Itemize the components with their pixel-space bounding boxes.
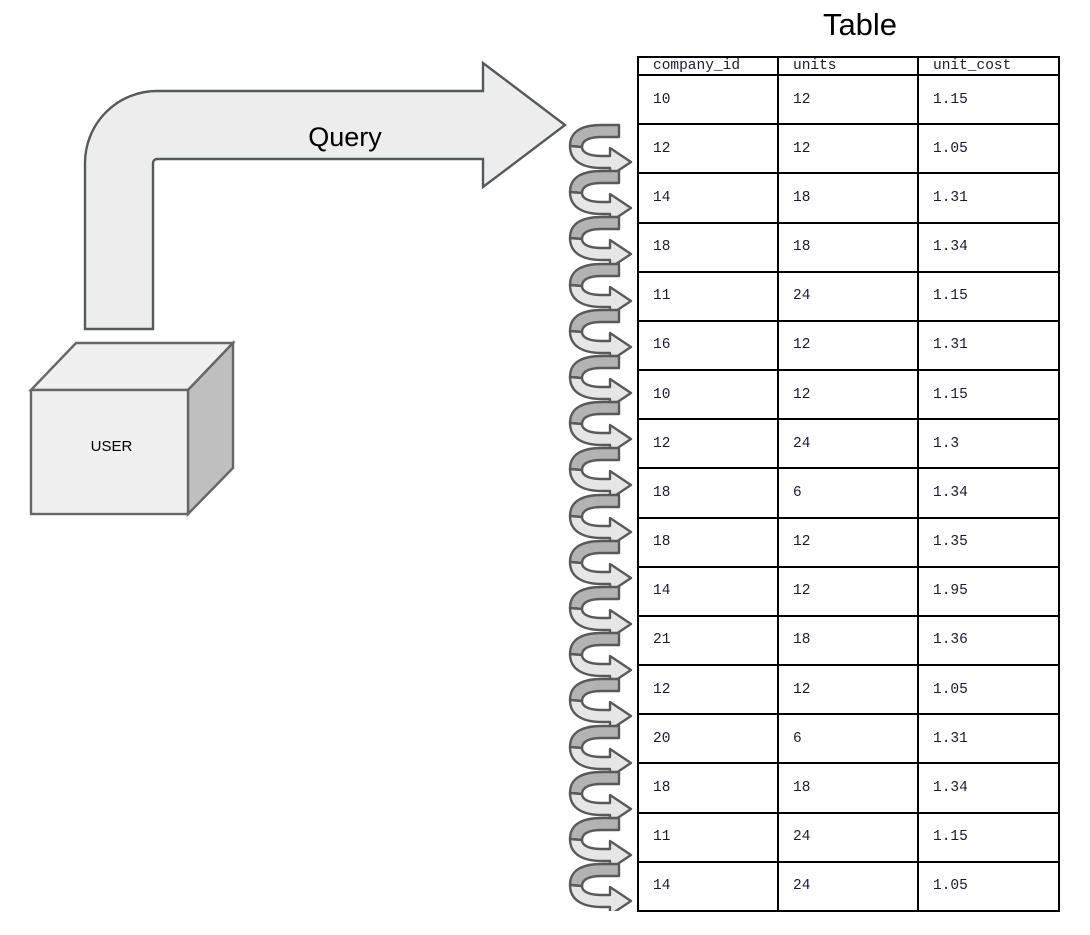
cell-units: 12	[777, 73, 919, 126]
cell-unit-cost: 1.15	[917, 270, 1060, 322]
cell-unit-cost: 1.31	[917, 713, 1060, 765]
query-arrow-label: Query	[308, 122, 382, 152]
spiral-arrow-icon	[568, 262, 633, 311]
cell-company-id: 16	[637, 319, 779, 372]
cell-units: 18	[777, 762, 919, 814]
cell-unit-cost: 1.95	[917, 565, 1060, 617]
cell-units: 24	[777, 811, 919, 863]
cell-units: 6	[777, 713, 919, 765]
cell-company-id: 21	[637, 614, 779, 667]
spiral-arrow-icon	[568, 447, 633, 496]
spiral-arrow-icon	[568, 724, 633, 773]
spiral-arrow-icon	[568, 678, 633, 727]
cell-units: 6	[777, 467, 919, 519]
cell-unit-cost: 1.36	[917, 614, 1060, 667]
spiral-arrow-icon	[568, 631, 633, 681]
spiral-arrow-icon	[568, 585, 633, 634]
cell-company-id: 11	[637, 270, 779, 322]
cell-units: 12	[777, 565, 919, 617]
spiral-connector-stack	[562, 122, 638, 922]
spiral-arrow-icon	[568, 123, 633, 172]
cell-units: 18	[777, 221, 919, 273]
column-header-unit-cost: unit_cost	[917, 56, 1060, 76]
cell-company-id: 14	[637, 565, 779, 617]
spiral-arrow-icon	[568, 862, 633, 912]
cell-unit-cost: 1.34	[917, 762, 1060, 814]
cell-units: 12	[777, 319, 919, 372]
cell-unit-cost: 1.34	[917, 467, 1060, 519]
cell-unit-cost: 1.35	[917, 516, 1060, 568]
cell-unit-cost: 1.05	[917, 123, 1060, 175]
cell-units: 24	[777, 270, 919, 322]
cell-unit-cost: 1.15	[917, 73, 1060, 126]
cell-units: 18	[777, 614, 919, 667]
cell-unit-cost: 1.34	[917, 221, 1060, 273]
cell-units: 18	[777, 172, 919, 224]
cell-company-id: 12	[637, 418, 779, 470]
cell-company-id: 14	[637, 860, 779, 913]
spiral-arrow-icon	[568, 539, 633, 588]
cell-units: 12	[777, 123, 919, 175]
spiral-arrow-icon	[568, 216, 633, 265]
column-header-company-id: company_id	[637, 56, 779, 76]
query-arrow-icon	[83, 60, 567, 331]
cell-company-id: 11	[637, 811, 779, 863]
user-cube-icon	[28, 340, 236, 517]
spiral-arrow-icon	[568, 354, 633, 403]
cell-company-id: 10	[637, 369, 779, 421]
cell-unit-cost: 1.05	[917, 860, 1060, 913]
cell-company-id: 12	[637, 123, 779, 175]
cell-units: 24	[777, 418, 919, 470]
cell-company-id: 14	[637, 172, 779, 224]
table-title: Table	[822, 7, 898, 42]
cell-company-id: 10	[637, 73, 779, 126]
cell-company-id: 18	[637, 221, 779, 273]
cell-units: 24	[777, 860, 919, 913]
user-cube-label: USER	[90, 438, 133, 455]
cell-company-id: 18	[637, 762, 779, 814]
spiral-arrow-icon	[568, 493, 633, 542]
cell-unit-cost: 1.31	[917, 172, 1060, 224]
cell-unit-cost: 1.05	[917, 664, 1060, 716]
cell-company-id: 12	[637, 664, 779, 716]
cell-company-id: 18	[637, 516, 779, 568]
spiral-arrow-icon	[568, 770, 633, 819]
cell-unit-cost: 1.3	[917, 418, 1060, 470]
spiral-arrow-icon	[568, 169, 633, 219]
cell-units: 12	[777, 369, 919, 421]
cell-units: 12	[777, 516, 919, 568]
cell-units: 12	[777, 664, 919, 716]
spiral-arrow-icon	[568, 816, 633, 865]
spiral-arrow-icon	[568, 308, 633, 357]
cell-unit-cost: 1.31	[917, 319, 1060, 372]
cell-unit-cost: 1.15	[917, 811, 1060, 863]
spiral-arrow-icon	[568, 400, 633, 450]
cell-unit-cost: 1.15	[917, 369, 1060, 421]
column-header-units: units	[777, 56, 919, 76]
table-header-row: company_id units unit_cost	[637, 56, 1060, 76]
cell-company-id: 18	[637, 467, 779, 519]
cell-company-id: 20	[637, 713, 779, 765]
